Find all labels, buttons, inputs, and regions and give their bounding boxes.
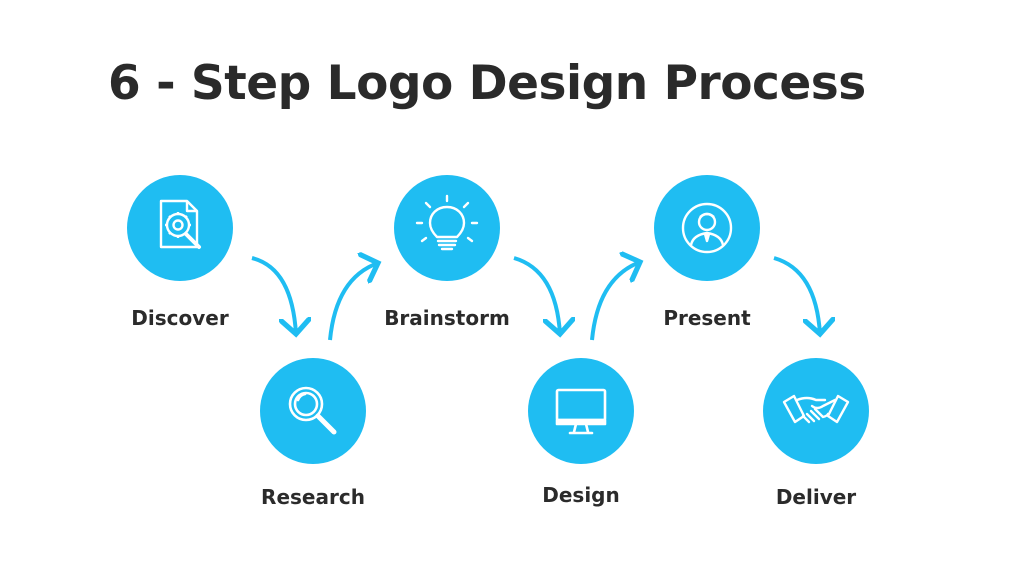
step-deliver-label: Deliver xyxy=(775,485,857,509)
step-brainstorm-label: Brainstorm xyxy=(384,306,510,330)
step-discover-label: Discover xyxy=(131,306,229,330)
step-deliver-circle xyxy=(763,358,869,464)
person-avatar-icon xyxy=(681,202,733,254)
step-research-label: Research xyxy=(261,485,365,509)
handshake-icon xyxy=(782,394,850,424)
step-present-label: Present xyxy=(663,306,751,330)
step-design-circle xyxy=(528,358,634,464)
step-research-circle xyxy=(260,358,366,464)
step-discover-circle xyxy=(127,175,233,281)
step-present-circle xyxy=(654,175,760,281)
page-title: 6 - Step Logo Design Process xyxy=(108,56,866,111)
step-brainstorm-circle xyxy=(394,175,500,281)
step-design-label: Design xyxy=(542,483,620,507)
lightbulb-icon xyxy=(415,194,479,251)
document-gear-magnifier-icon xyxy=(159,199,201,249)
magnifier-icon xyxy=(288,386,337,435)
monitor-icon xyxy=(555,388,607,435)
